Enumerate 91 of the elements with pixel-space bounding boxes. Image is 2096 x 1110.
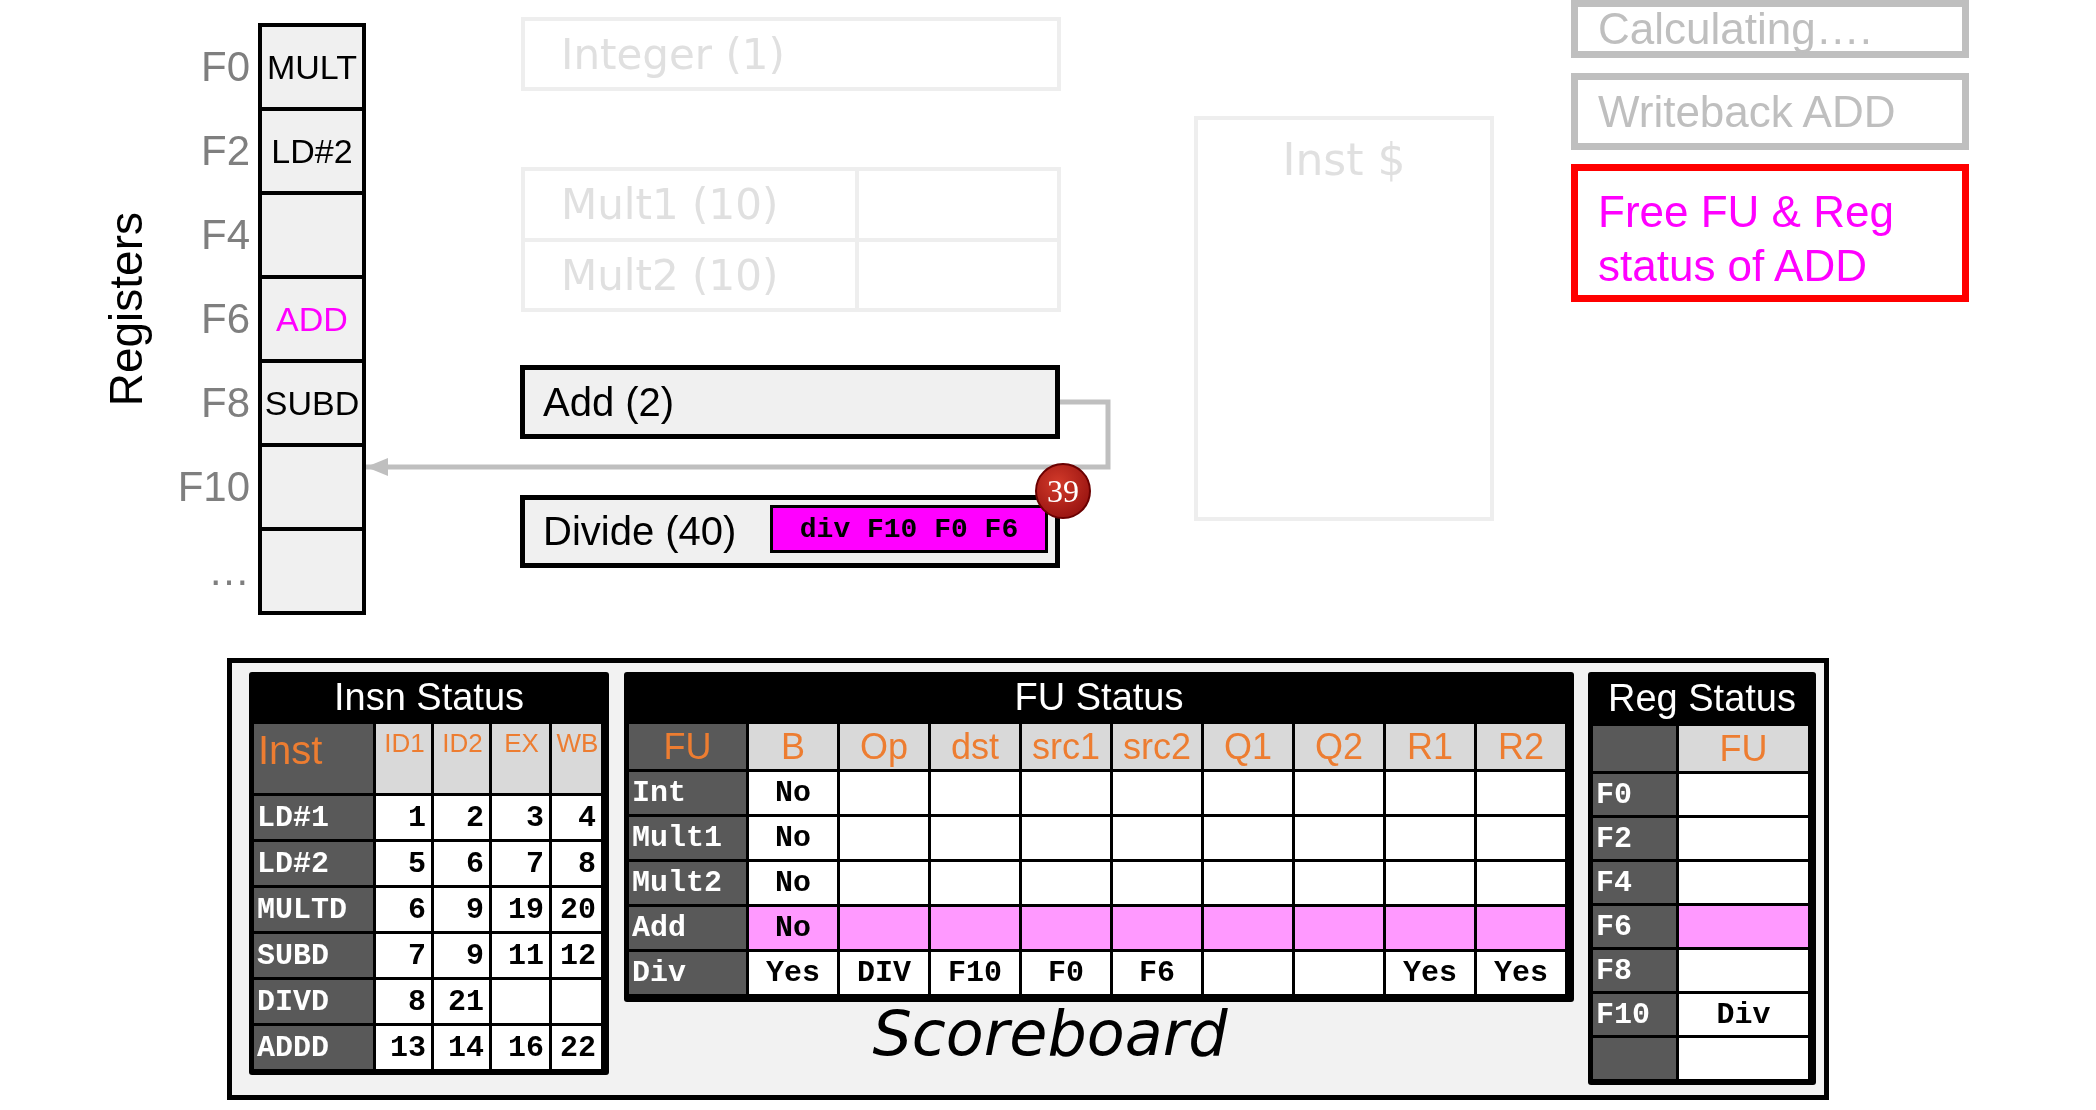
scoreboard-panel <box>227 658 1829 1100</box>
row-header: F8 <box>1593 950 1676 991</box>
column-header: ID2 <box>434 724 489 793</box>
register-name: F2 <box>201 126 250 176</box>
row-header: F4 <box>1593 862 1676 903</box>
register-name: F4 <box>201 210 250 260</box>
row-header: Mult1 <box>629 817 746 859</box>
table-cell: 19 <box>492 888 549 931</box>
instruction-tag: div F10 F0 F6 <box>770 505 1048 553</box>
column-header: dst <box>931 724 1019 769</box>
arrow <box>366 399 1111 476</box>
column-header: src2 <box>1113 724 1201 769</box>
table-cell: 20 <box>552 888 601 931</box>
table-cell: F6 <box>1113 952 1201 994</box>
table-cell: 9 <box>434 888 489 931</box>
table-cell: Yes <box>1386 952 1474 994</box>
table-cell: Yes <box>749 952 837 994</box>
table-cell: 4 <box>552 796 601 839</box>
column-header: src1 <box>1022 724 1110 769</box>
column-header: Op <box>840 724 928 769</box>
row-header: F10 <box>1593 994 1676 1035</box>
column-header: R1 <box>1386 724 1474 769</box>
row-header: SUBD <box>254 934 373 977</box>
table-cell: 9 <box>434 934 489 977</box>
table-cell: F0 <box>1022 952 1110 994</box>
column-header: B <box>749 724 837 769</box>
unit-label: Divide (40) <box>543 509 737 554</box>
table-cell: 6 <box>434 842 489 885</box>
cycle-badge: 39 <box>1035 463 1091 519</box>
row-header: DIVD <box>254 980 373 1023</box>
column-header: EX <box>492 724 549 793</box>
column-header: Q1 <box>1204 724 1292 769</box>
table-cell: DIV <box>840 952 928 994</box>
functional-unit: Add (2) <box>520 365 1060 439</box>
column-header: R2 <box>1477 724 1565 769</box>
register-name: F0 <box>201 42 250 92</box>
table-cell: 3 <box>492 796 549 839</box>
column-header: FU <box>629 724 746 769</box>
table-title: Insn Status <box>333 675 525 720</box>
row-header: Add <box>629 907 746 949</box>
table-cell: 11 <box>492 934 549 977</box>
column-header: WB <box>552 724 601 793</box>
row-header: F0 <box>1593 774 1676 815</box>
row-header: F6 <box>1593 906 1676 947</box>
row-header: LD#1 <box>254 796 373 839</box>
status-table <box>1588 672 1816 1085</box>
table-cell: No <box>749 862 837 904</box>
column-header: ID1 <box>376 724 431 793</box>
table-cell: 7 <box>492 842 549 885</box>
register-name: F8 <box>201 378 250 428</box>
stage-box: Writeback ADD <box>1571 73 1969 150</box>
status-table <box>249 672 609 1075</box>
column-header: Q2 <box>1295 724 1383 769</box>
column-header: FU <box>1679 726 1808 771</box>
table-cell: 14 <box>434 1026 489 1069</box>
note-box: Free FU & Reg status of ADD <box>1571 164 1969 302</box>
table-cell: 8 <box>376 980 431 1023</box>
row-header: Div <box>629 952 746 994</box>
table-cell: 13 <box>376 1026 431 1069</box>
table-cell: 8 <box>552 842 601 885</box>
row-header: F2 <box>1593 818 1676 859</box>
table-cell: 1 <box>376 796 431 839</box>
table-cell: 16 <box>492 1026 549 1069</box>
table-cell: 6 <box>376 888 431 931</box>
table-cell: No <box>749 817 837 859</box>
row-header: Int <box>629 772 746 814</box>
row-header: ADDD <box>254 1026 373 1069</box>
registers-label: Registers <box>100 212 153 407</box>
table-cell: 7 <box>376 934 431 977</box>
ellipsis-mark: … <box>208 546 250 596</box>
scoreboard-title: Scoreboard <box>872 997 1228 1072</box>
highlighted-cell: No <box>749 907 837 949</box>
table-cell: 5 <box>376 842 431 885</box>
table-cell: Div <box>1679 994 1808 1035</box>
register-name: F6 <box>201 294 250 344</box>
table-cell: F10 <box>931 952 1019 994</box>
status-table <box>624 672 1574 1002</box>
table-cell: Yes <box>1477 952 1565 994</box>
column-header: Inst <box>254 724 373 793</box>
register-name: F10 <box>177 462 250 512</box>
row-header: Mult2 <box>629 862 746 904</box>
row-header: LD#2 <box>254 842 373 885</box>
stage-box: Calculating…. <box>1571 0 1969 58</box>
table-cell: No <box>749 772 837 814</box>
table-cell: 22 <box>552 1026 601 1069</box>
row-header: MULTD <box>254 888 373 931</box>
table-title: FU Status <box>1014 675 1184 720</box>
table-cell: 2 <box>434 796 489 839</box>
table-title: Reg Status <box>1608 676 1796 721</box>
table-cell: 12 <box>552 934 601 977</box>
table-cell: 21 <box>434 980 489 1023</box>
